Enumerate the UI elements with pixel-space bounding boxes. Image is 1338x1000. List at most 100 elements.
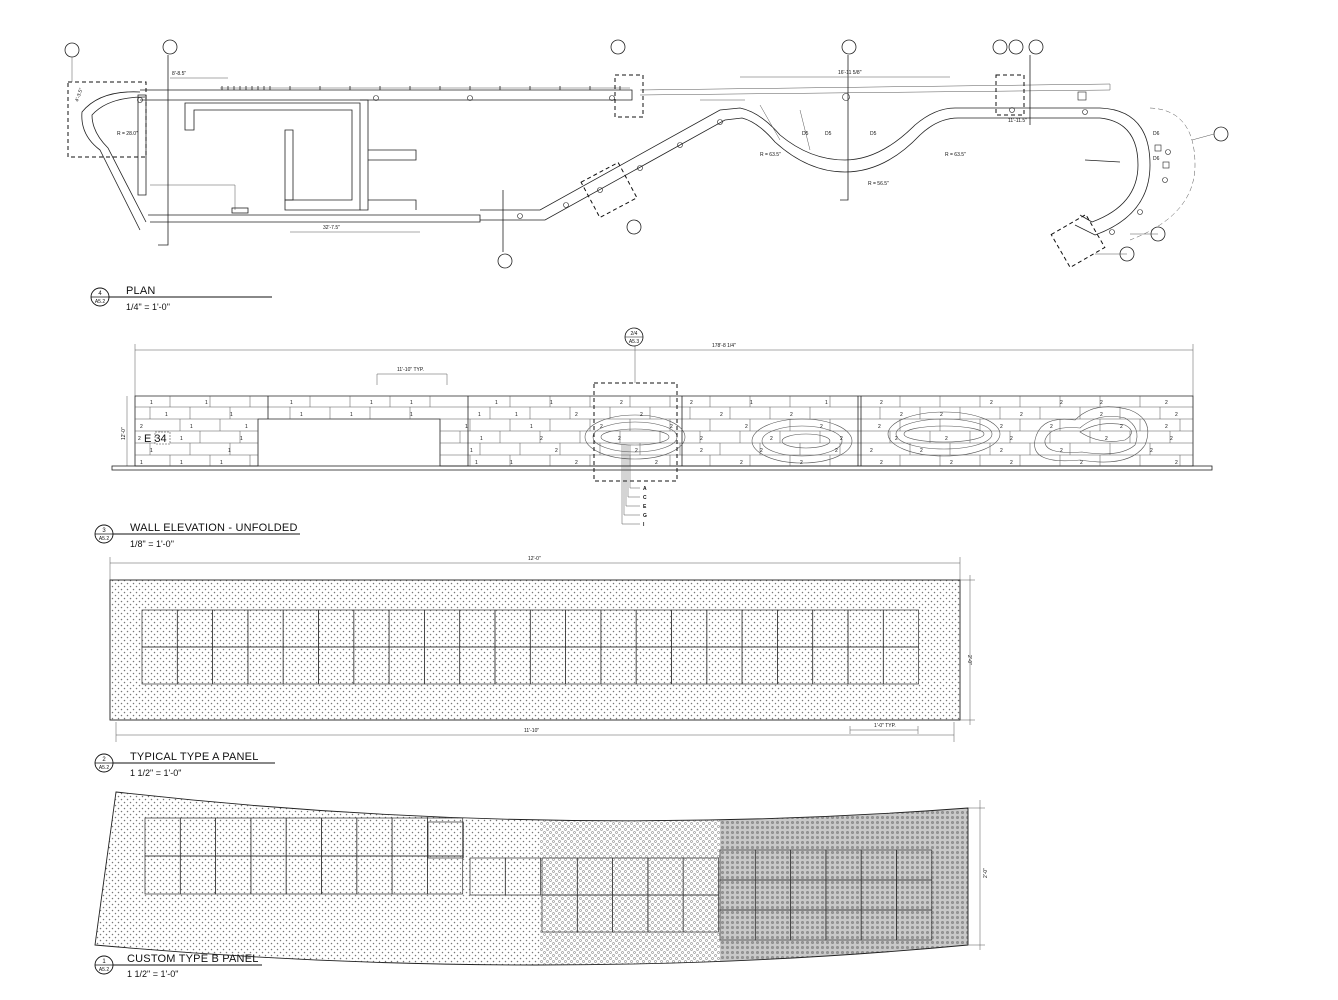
- plan-detail-box-5: [1050, 213, 1106, 269]
- plan-top-ticks: [221, 86, 621, 90]
- svg-text:2: 2: [1020, 412, 1023, 418]
- panel-a-bottom-dim: 11'-10": [524, 728, 539, 734]
- svg-text:1: 1: [180, 436, 183, 442]
- svg-text:1: 1: [510, 460, 513, 466]
- elevation-wall-outline: [134, 395, 1194, 467]
- svg-text:2: 2: [540, 436, 543, 442]
- svg-text:2: 2: [1175, 460, 1178, 466]
- elevation-layer-i: I: [643, 522, 645, 528]
- svg-text:2: 2: [700, 448, 703, 454]
- plan-scale: 1/4" = 1'-0": [126, 302, 170, 312]
- svg-text:2: 2: [670, 424, 673, 430]
- svg-text:1: 1: [410, 412, 413, 418]
- svg-text:2: 2: [800, 460, 803, 466]
- svg-text:2: 2: [1175, 412, 1178, 418]
- svg-text:2: 2: [895, 436, 898, 442]
- plan-view-number: 4: [98, 291, 102, 297]
- svg-text:2: 2: [575, 412, 578, 418]
- svg-text:1: 1: [230, 412, 233, 418]
- wall-elevation-view: 178'-8 1/4" 11'-10" TYP. 12'-0": [111, 327, 1213, 528]
- elevation-layer-a: A: [643, 486, 647, 492]
- plan-detail-box-4: [580, 161, 638, 219]
- elevation-overall-dim: 178'-8 1/4": [712, 343, 736, 349]
- title-block-elevation: 3 A5.2 WALL ELEVATION - UNFOLDED 1/8" = …: [94, 522, 300, 549]
- svg-text:2: 2: [575, 460, 578, 466]
- panel-a-side-dim: 2'-0": [966, 655, 972, 665]
- svg-text:2: 2: [740, 460, 743, 466]
- plan-label-d5b: D5: [825, 131, 832, 137]
- plan-dim-top-left: 8'-8.5": [172, 71, 186, 77]
- elevation-layer-leaders: [621, 445, 640, 525]
- plan-radius-2: R = 56.5": [868, 181, 889, 187]
- elevation-layer-e: E: [643, 504, 647, 510]
- elevation-height-dim: 12'-0": [121, 427, 127, 440]
- svg-text:2: 2: [140, 424, 143, 430]
- svg-text:1: 1: [245, 424, 248, 430]
- elevation-typ-dim: 11'-10" TYP.: [397, 367, 424, 373]
- svg-text:1: 1: [140, 460, 143, 466]
- svg-text:1: 1: [550, 400, 553, 406]
- svg-text:2: 2: [690, 400, 693, 406]
- type-a-title: TYPICAL TYPE A PANEL: [130, 751, 259, 763]
- svg-text:1: 1: [290, 400, 293, 406]
- type-a-scale: 1 1/2" = 1'-0": [130, 768, 181, 778]
- plan-label-d5a: D5: [802, 131, 809, 137]
- plan-section-cut-left: [158, 55, 169, 246]
- svg-text:2: 2: [1010, 436, 1013, 442]
- elevation-tag: E 34: [144, 433, 167, 445]
- svg-text:1: 1: [370, 400, 373, 406]
- plan-detail-box-left: [67, 81, 147, 158]
- svg-text:2: 2: [950, 460, 953, 466]
- elevation-contour-bands: [584, 406, 1149, 464]
- svg-text:1: 1: [750, 400, 753, 406]
- panel-b-perforation-grid: [144, 817, 933, 941]
- svg-text:1: 1: [350, 412, 353, 418]
- svg-text:2: 2: [635, 448, 638, 454]
- plan-view-sheet: A5.2: [95, 299, 106, 305]
- elevation-ground-line: [111, 465, 1213, 471]
- svg-text:1: 1: [205, 400, 208, 406]
- panel-a-outline: [109, 579, 961, 721]
- svg-text:1: 1: [410, 400, 413, 406]
- svg-text:2: 2: [1060, 400, 1063, 406]
- type-b-panel-view: 2'-0": [94, 791, 989, 966]
- plan-left-curve-wall: [81, 91, 141, 231]
- svg-text:2: 2: [640, 412, 643, 418]
- svg-text:2: 2: [620, 400, 623, 406]
- svg-text:2: 2: [880, 400, 883, 406]
- svg-text:2: 2: [770, 436, 773, 442]
- svg-text:2: 2: [820, 424, 823, 430]
- svg-text:2: 2: [1080, 460, 1083, 466]
- svg-text:1: 1: [180, 460, 183, 466]
- svg-text:2: 2: [1010, 460, 1013, 466]
- svg-text:2: 2: [700, 436, 703, 442]
- svg-text:2: 2: [600, 424, 603, 430]
- svg-text:2: 2: [1165, 400, 1168, 406]
- elevation-brick-joints: [149, 396, 1181, 466]
- svg-text:2: 2: [1000, 424, 1003, 430]
- svg-text:2: 2: [900, 412, 903, 418]
- svg-text:2: 2: [945, 436, 948, 442]
- svg-text:2: 2: [790, 412, 793, 418]
- plan-dim-top-mid: 16'-11 5/8": [838, 70, 862, 76]
- elevation-layer-c: C: [643, 495, 647, 501]
- type-b-view-number: 1: [102, 959, 106, 965]
- plan-room-1: [184, 102, 361, 211]
- panel-b-side-dim: 2'-0": [983, 868, 989, 878]
- svg-text:2: 2: [940, 412, 943, 418]
- plan-room-2: [368, 149, 417, 210]
- svg-text:1: 1: [470, 448, 473, 454]
- svg-text:1: 1: [475, 460, 478, 466]
- title-block-type-b: 1 A5.2 CUSTOM TYPE B PANEL 1 1/2" = 1'-0…: [94, 953, 262, 979]
- elevation-scale: 1/8" = 1'-0": [130, 539, 174, 549]
- plan-radius-left: R = 28.0": [117, 131, 138, 137]
- svg-text:2: 2: [1000, 448, 1003, 454]
- svg-text:2: 2: [1170, 436, 1173, 442]
- type-b-scale: 1 1/2" = 1'-0": [127, 969, 178, 979]
- panel-cell: [504, 857, 541, 896]
- svg-text:2: 2: [880, 460, 883, 466]
- svg-text:1: 1: [825, 400, 828, 406]
- svg-text:2: 2: [1100, 412, 1103, 418]
- panel-cell: [896, 909, 933, 941]
